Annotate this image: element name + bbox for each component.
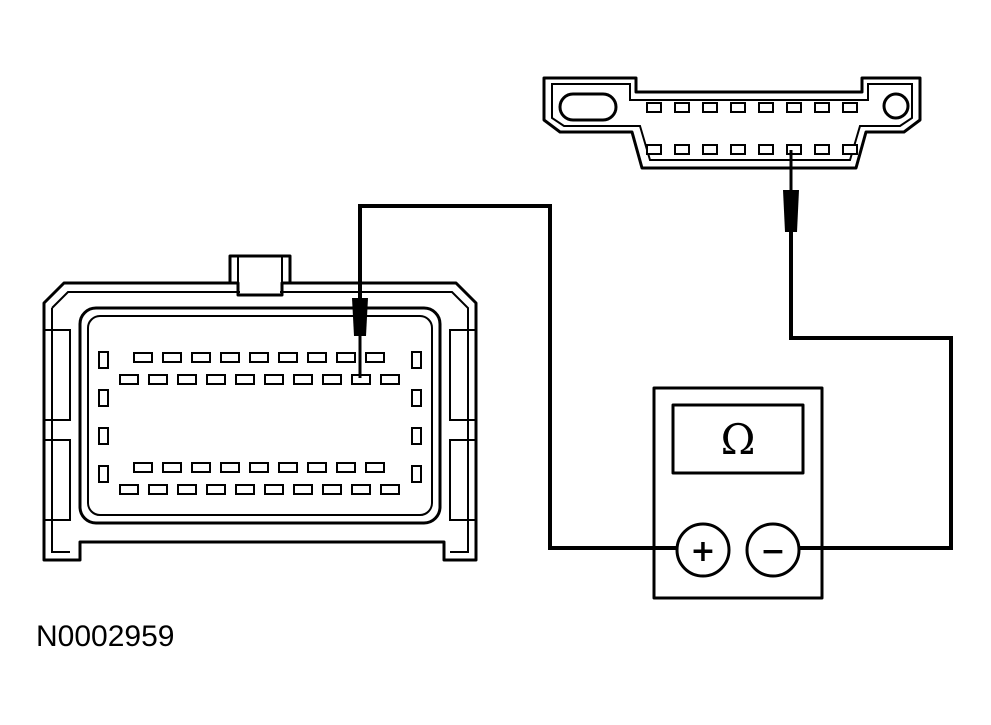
connector-pin: [148, 484, 168, 495]
connector-pin: [702, 102, 718, 113]
connector-pin: [786, 144, 802, 155]
multi-pin-connector-icon: [42, 254, 478, 562]
connector-pin: [293, 484, 313, 495]
connector-pin: [191, 352, 211, 363]
connector-pin: [264, 484, 284, 495]
meter-display: [671, 403, 805, 475]
connector-pin: [365, 352, 385, 363]
connector-pin: [702, 144, 718, 155]
connector-pin: [148, 374, 168, 385]
connector-pin: [365, 462, 385, 473]
test-leads: [358, 204, 953, 550]
ohm-symbol: Ω: [721, 415, 756, 464]
figure-id-label: N0002959: [36, 620, 175, 653]
connector-pin: [336, 352, 356, 363]
connector-pin: [249, 352, 269, 363]
connector-pin: [119, 484, 139, 495]
connector-pin: [162, 352, 182, 363]
connector-pin: [307, 462, 327, 473]
connector-pin: [177, 374, 197, 385]
upper-pin-row-b: [119, 374, 400, 385]
positive-terminal-label: +: [690, 534, 715, 569]
lower-pin-row-a: [133, 462, 385, 473]
connector-pin: [646, 144, 662, 155]
connector-pin: [293, 374, 313, 385]
lower-pin-row-b: [119, 484, 400, 495]
ohmmeter-icon: Ω + −: [652, 386, 824, 600]
connector-pin: [336, 462, 356, 473]
connector-pin: [380, 484, 400, 495]
upper-pin-row-a: [133, 352, 385, 363]
connector-pin: [814, 144, 830, 155]
test-probe-icon: [783, 150, 799, 232]
dlc-pin-row-bottom: [646, 144, 858, 155]
connector-pin: [786, 102, 802, 113]
connector-pin: [264, 374, 284, 385]
positive-lead-wire: [358, 204, 676, 550]
connector-pin: [322, 374, 342, 385]
connector-pin: [177, 484, 197, 495]
positive-terminal: [675, 522, 731, 578]
connector-pin: [133, 462, 153, 473]
connector-pin: [220, 462, 240, 473]
obd-dlc-connector-icon: [542, 76, 922, 170]
connector-pin: [191, 462, 211, 473]
connector-pin: [380, 374, 400, 385]
connector-pin: [119, 374, 139, 385]
connector-pin: [278, 462, 298, 473]
connector-pin: [674, 102, 690, 113]
connector-pin: [249, 462, 269, 473]
connector-pin: [842, 144, 858, 155]
connector-pin: [162, 462, 182, 473]
dlc-pin-row-top: [646, 102, 858, 113]
connector-pin: [206, 484, 226, 495]
connector-pin: [674, 144, 690, 155]
test-probe-icon: [352, 298, 368, 378]
connector-pin: [646, 102, 662, 113]
connector-pin: [351, 484, 371, 495]
connector-pin: [842, 102, 858, 113]
connector-pin: [235, 484, 255, 495]
connector-pin: [730, 102, 746, 113]
connector-pin: [758, 102, 774, 113]
connector-pin: [814, 102, 830, 113]
connector-pin: [758, 144, 774, 155]
connector-pin: [322, 484, 342, 495]
connector-pin: [278, 352, 298, 363]
connector-pin: [206, 374, 226, 385]
negative-terminal-label: −: [760, 534, 785, 569]
connector-pin: [730, 144, 746, 155]
negative-terminal: [745, 522, 801, 578]
connector-pin: [235, 374, 255, 385]
negative-lead-wire: [789, 232, 953, 550]
connector-pin: [133, 352, 153, 363]
connector-pin: [220, 352, 240, 363]
connector-pin: [307, 352, 327, 363]
